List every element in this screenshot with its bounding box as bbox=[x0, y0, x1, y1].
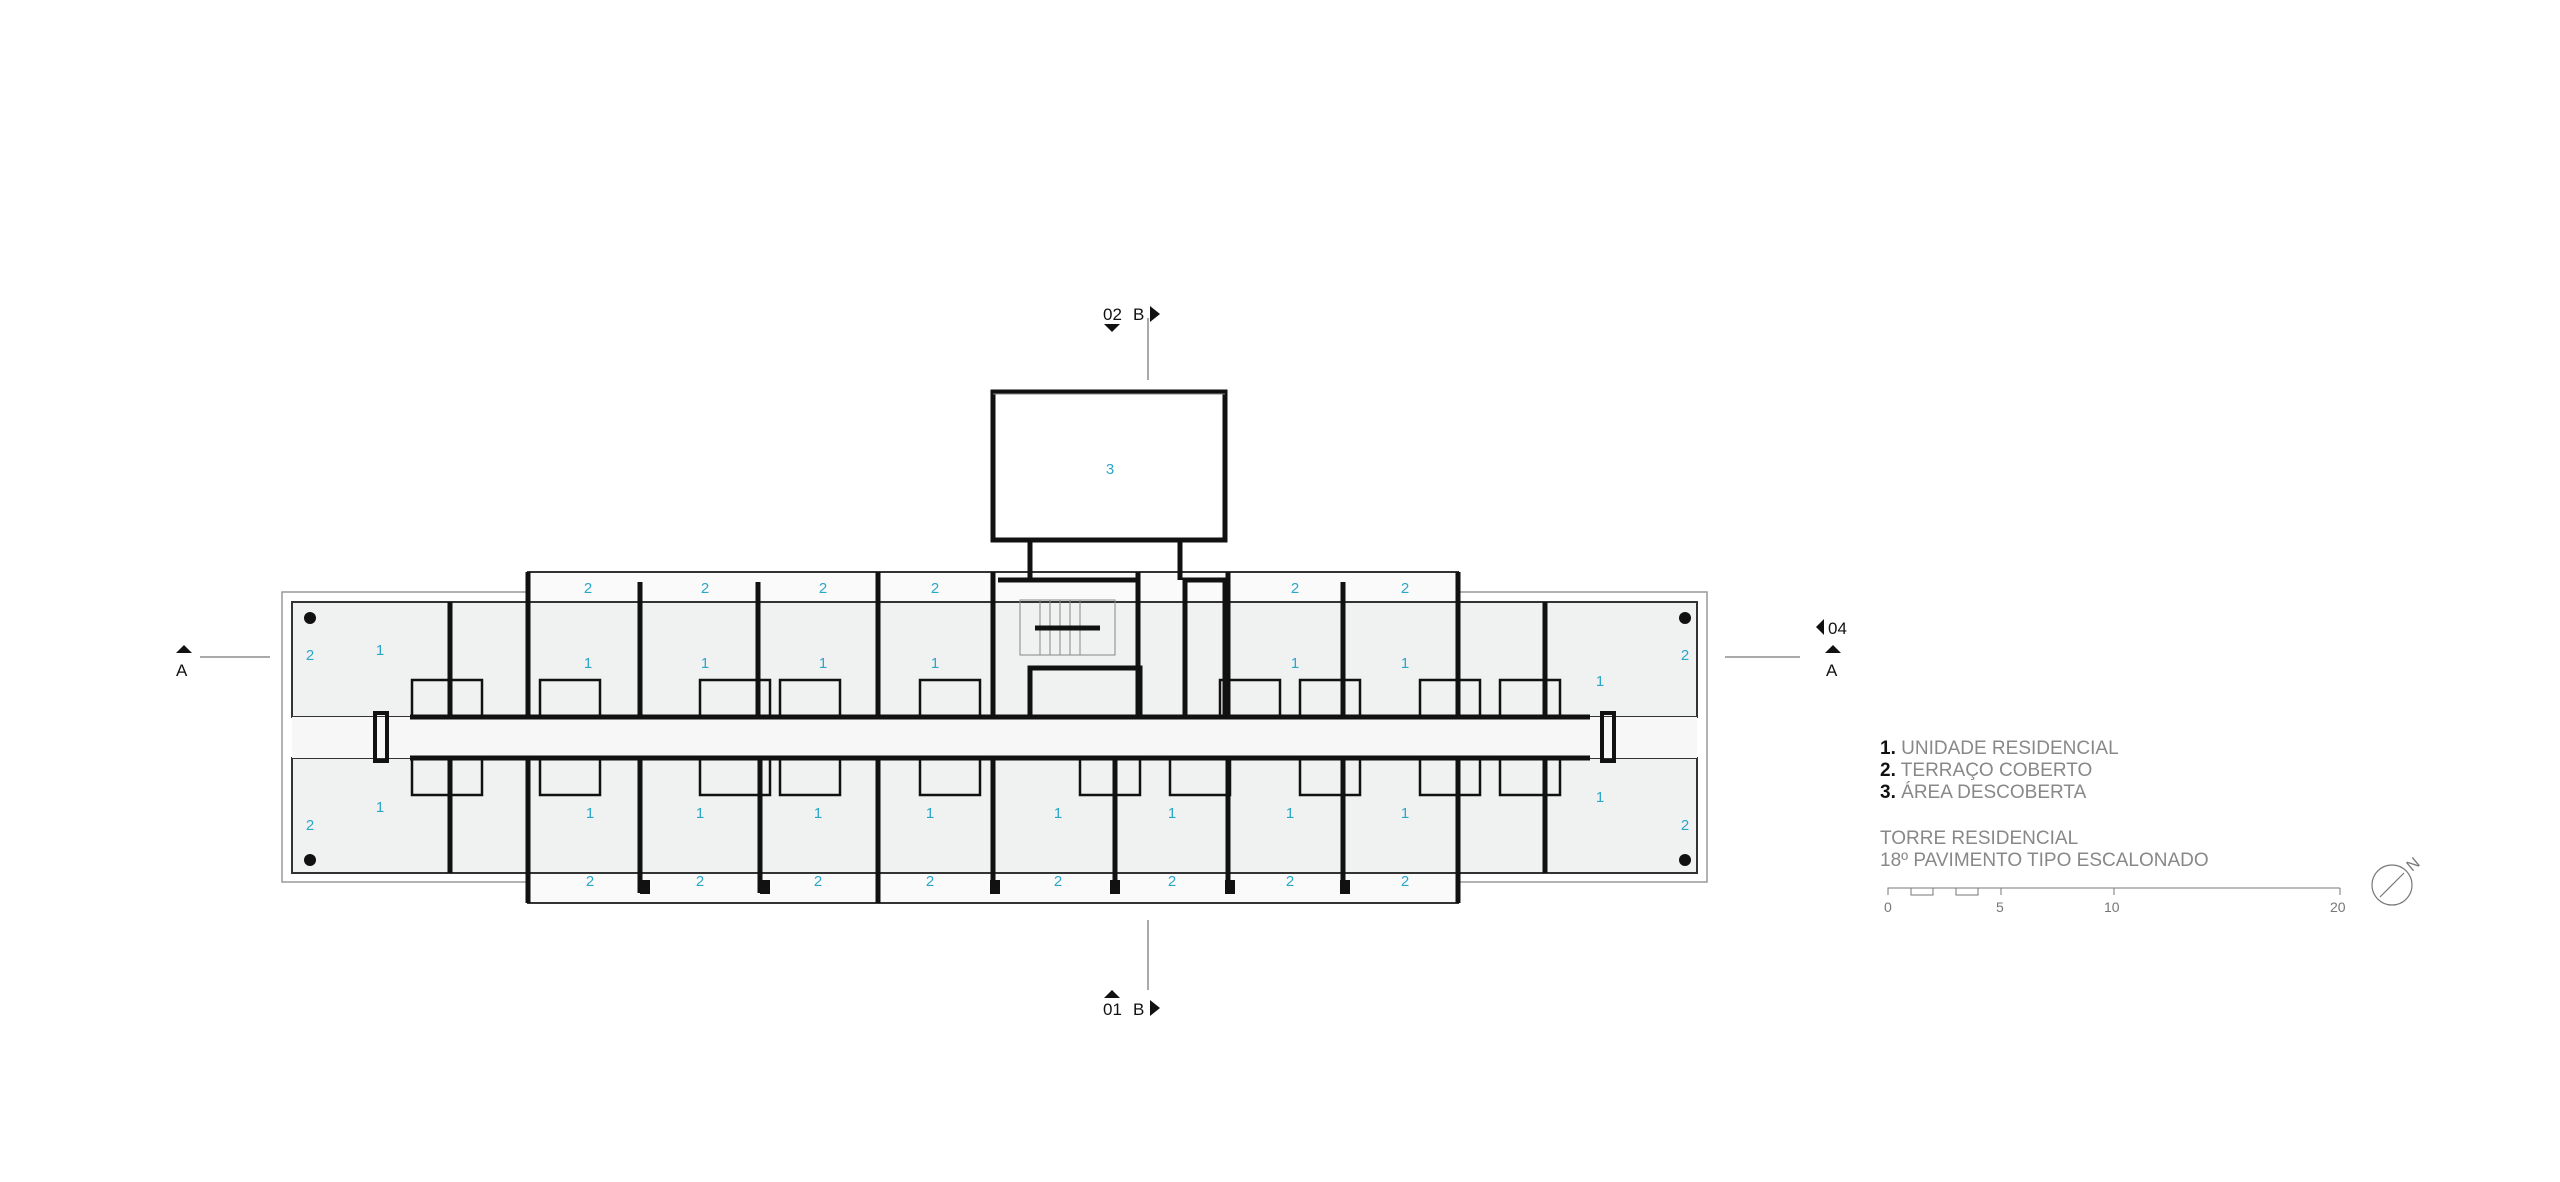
unit-label: 1 bbox=[1596, 789, 1604, 806]
terrace-label: 2 bbox=[584, 580, 592, 597]
unit-label: 1 bbox=[1401, 805, 1409, 822]
terrace-label: 2 bbox=[1681, 647, 1689, 664]
unit-label: 1 bbox=[696, 805, 704, 822]
unit-label: 1 bbox=[1596, 673, 1604, 690]
bathrooms bbox=[410, 678, 1562, 797]
drawing-caption: TORRE RESIDENCIAL 18º PAVIMENTO TIPO ESC… bbox=[1880, 828, 2209, 872]
unit-labels: 1 1 1 1 1 1 1 1 1 1 1 1 1 1 1 1 1 1 bbox=[376, 642, 1604, 822]
unit-label: 1 bbox=[931, 655, 939, 672]
terrace-label: 2 bbox=[926, 873, 934, 890]
unit-label: 1 bbox=[1168, 805, 1176, 822]
svg-text:A: A bbox=[1826, 661, 1838, 680]
open-area-label: 3 bbox=[1106, 461, 1114, 478]
caption-line-2: 18º PAVIMENTO TIPO ESCALONADO bbox=[1880, 850, 2209, 871]
unit-label: 1 bbox=[1291, 655, 1299, 672]
svg-text:A: A bbox=[176, 661, 188, 680]
terrace-label: 2 bbox=[814, 873, 822, 890]
terrace-label: 2 bbox=[696, 873, 704, 890]
unit-label: 1 bbox=[376, 799, 384, 816]
unit-label: 1 bbox=[584, 655, 592, 672]
caption-line-1: TORRE RESIDENCIAL bbox=[1880, 828, 2079, 849]
legend: 1. UNIDADE RESIDENCIAL 2. TERRAÇO COBERT… bbox=[1880, 738, 2119, 804]
terrace-label: 2 bbox=[1291, 580, 1299, 597]
scale-bar: 0 5 10 20 bbox=[1884, 887, 2346, 915]
unit-label: 1 bbox=[926, 805, 934, 822]
terrace-label: 2 bbox=[931, 580, 939, 597]
legend-item: 1. UNIDADE RESIDENCIAL bbox=[1880, 738, 2119, 759]
terrace-label: 2 bbox=[1286, 873, 1294, 890]
unit-label: 1 bbox=[1401, 655, 1409, 672]
section-mark-top: 02 B bbox=[1103, 305, 1160, 380]
terrace-label: 2 bbox=[1401, 580, 1409, 597]
section-mark-right: 04 A bbox=[1725, 619, 1847, 680]
terrace-label: 2 bbox=[701, 580, 709, 597]
scale-tick: 5 bbox=[1996, 899, 2004, 915]
unit-label: 1 bbox=[586, 805, 594, 822]
north-arrow-icon: N bbox=[2371, 855, 2423, 906]
columns bbox=[304, 612, 1691, 894]
corridor bbox=[292, 717, 1697, 758]
svg-text:02: 02 bbox=[1103, 305, 1122, 324]
unit-label: 1 bbox=[1054, 805, 1062, 822]
section-mark-bottom: 01 B bbox=[1103, 920, 1160, 1019]
unit-label: 1 bbox=[701, 655, 709, 672]
open-area bbox=[990, 389, 1228, 543]
scale-tick: 10 bbox=[2104, 899, 2120, 915]
scale-tick: 20 bbox=[2330, 899, 2346, 915]
unit-label: 1 bbox=[1286, 805, 1294, 822]
svg-text:B: B bbox=[1133, 305, 1144, 324]
unit-label: 1 bbox=[376, 642, 384, 659]
section-mark-left: A bbox=[176, 645, 270, 680]
legend-item: 3. ÁREA DESCOBERTA bbox=[1880, 782, 2087, 803]
svg-text:01: 01 bbox=[1103, 1000, 1122, 1019]
unit-label: 1 bbox=[814, 805, 822, 822]
svg-text:B: B bbox=[1133, 1000, 1144, 1019]
terrace-label: 2 bbox=[306, 647, 314, 664]
terrace-label: 2 bbox=[586, 873, 594, 890]
legend-item: 2. TERRAÇO COBERTO bbox=[1880, 760, 2093, 781]
unit-label: 1 bbox=[819, 655, 827, 672]
terrace-labels: 2 2 2 2 2 2 2 2 2 2 2 2 2 2 2 2 2 2 bbox=[306, 580, 1689, 890]
terrace-label: 2 bbox=[819, 580, 827, 597]
terrace-label: 2 bbox=[306, 817, 314, 834]
terrace-label: 2 bbox=[1054, 873, 1062, 890]
terrace-label: 2 bbox=[1401, 873, 1409, 890]
terrace-label: 2 bbox=[1681, 817, 1689, 834]
scale-tick: 0 bbox=[1884, 899, 1892, 915]
svg-text:04: 04 bbox=[1828, 619, 1847, 638]
terrace-label: 2 bbox=[1168, 873, 1176, 890]
walls bbox=[410, 572, 1590, 903]
